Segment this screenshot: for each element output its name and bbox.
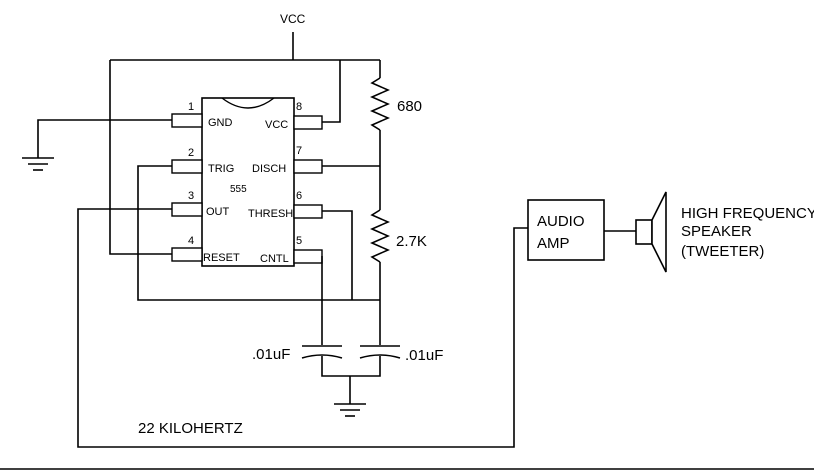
pin-6-wire	[322, 210, 353, 300]
pin-6-lead	[293, 204, 323, 219]
pin-1-label: GND	[208, 117, 233, 129]
capacitor-control-value: .01uF	[252, 346, 290, 363]
pin-2-label: TRIG	[208, 163, 234, 175]
pin-3-lead	[171, 202, 203, 217]
resistor-2-7k-value: 2.7K	[396, 233, 427, 250]
pin-8-label: VCC	[265, 119, 288, 131]
pin-2-number: 2	[188, 147, 194, 159]
pin-5-label: CNTL	[260, 253, 289, 265]
trigger-wire	[137, 165, 380, 301]
audio-amp-line2: AMP	[537, 235, 570, 252]
pin-8-number: 8	[296, 101, 302, 113]
pin-5-lead	[293, 249, 323, 264]
pin-4-label: RESET	[203, 252, 240, 264]
output-wire	[77, 208, 528, 448]
frequency-note: 22 KILOHERTZ	[138, 420, 243, 437]
speaker-line2: SPEAKER	[681, 223, 752, 240]
ic-body	[201, 97, 295, 267]
speaker-line3: (TWEETER)	[681, 243, 764, 260]
pin-5-number: 5	[296, 235, 302, 247]
pin-7-lead	[293, 159, 323, 174]
pin-7-label: DISCH	[252, 163, 286, 175]
speaker-icon	[635, 191, 667, 273]
audio-amp-box	[527, 199, 605, 261]
resistor-2-7k	[370, 209, 390, 263]
pin-3-number: 3	[188, 190, 194, 202]
resistor-680-value: 680	[397, 98, 422, 115]
pin-7-number: 7	[296, 145, 302, 157]
pin-4-number: 4	[188, 235, 194, 247]
ic-555: 555 1 GND 2 TRIG 3 OUT 4 RESET 8 VCC 7 D…	[171, 97, 323, 267]
audio-amp-line1: AUDIO	[537, 213, 585, 230]
vcc-label: VCC	[280, 12, 306, 26]
speaker-line1: HIGH FREQUENCY	[681, 205, 814, 222]
capacitor-ground-wire	[321, 356, 381, 377]
pin-1-number: 1	[188, 101, 194, 113]
pin-3-label: OUT	[206, 206, 230, 218]
ground-symbol-left	[22, 157, 54, 171]
pin-2-lead	[171, 159, 203, 174]
capacitor-control	[301, 345, 343, 359]
ic-part-label: 555	[230, 184, 247, 195]
pin-6-number: 6	[296, 190, 302, 202]
resistor-680	[370, 77, 390, 131]
ground-symbol-bottom	[334, 403, 366, 417]
pin-1-lead	[171, 113, 203, 128]
reset-wire	[109, 60, 172, 255]
capacitor-timing-value: .01uF	[405, 347, 443, 364]
pin-4-lead	[171, 247, 203, 262]
pin-1-ground-wire	[37, 119, 172, 158]
capacitor-timing	[359, 345, 401, 359]
pin-8-wire	[322, 60, 341, 123]
pin-8-lead	[293, 115, 323, 130]
ic-notch	[221, 97, 275, 109]
pin-6-label: THRESH	[248, 208, 293, 220]
